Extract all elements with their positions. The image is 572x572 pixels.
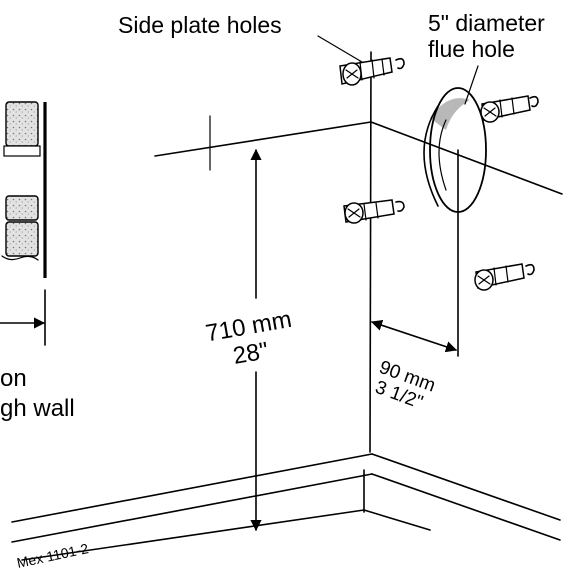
flue-hole — [423, 87, 487, 213]
offset-dimension: 90 mm 3 1/2" — [370, 319, 458, 413]
wall-plug-icon — [474, 263, 525, 291]
screw-icon — [395, 57, 405, 70]
wall-section: on gh wall — [0, 101, 75, 422]
wall-corner-lines — [154, 51, 563, 453]
screw-icon — [525, 263, 535, 276]
screw-icon — [529, 95, 539, 108]
wall-plug-icon — [343, 199, 395, 224]
brick-wall-icon — [1, 101, 41, 261]
figure-reference: Mex 1101-2 — [15, 540, 90, 571]
offset-arrow — [370, 319, 458, 353]
flue-hole-label-line1: 5" diameter — [428, 10, 545, 36]
side-plate-holes-label: Side plate holes — [118, 12, 282, 38]
height-dimension: 710 mm 28" — [204, 148, 294, 532]
height-in-label: 28" — [231, 337, 270, 370]
wall-plug-mid-left — [343, 199, 405, 224]
side-plate-leader — [317, 35, 363, 63]
wall-text-line2: gh wall — [0, 395, 75, 422]
wall-plug-top-left — [339, 57, 405, 86]
wall-plug-icon — [480, 95, 531, 123]
flue-hole-leader — [464, 65, 479, 105]
flue-hole-label-line2: flue hole — [428, 36, 515, 62]
wall-plug-bottom-right — [474, 263, 535, 291]
wall-plug-icon — [339, 57, 393, 86]
wall-text-line1: on — [0, 365, 27, 392]
wall-plug-top-right — [480, 95, 539, 123]
screw-icon — [395, 200, 405, 212]
floor-skirting — [11, 453, 561, 561]
